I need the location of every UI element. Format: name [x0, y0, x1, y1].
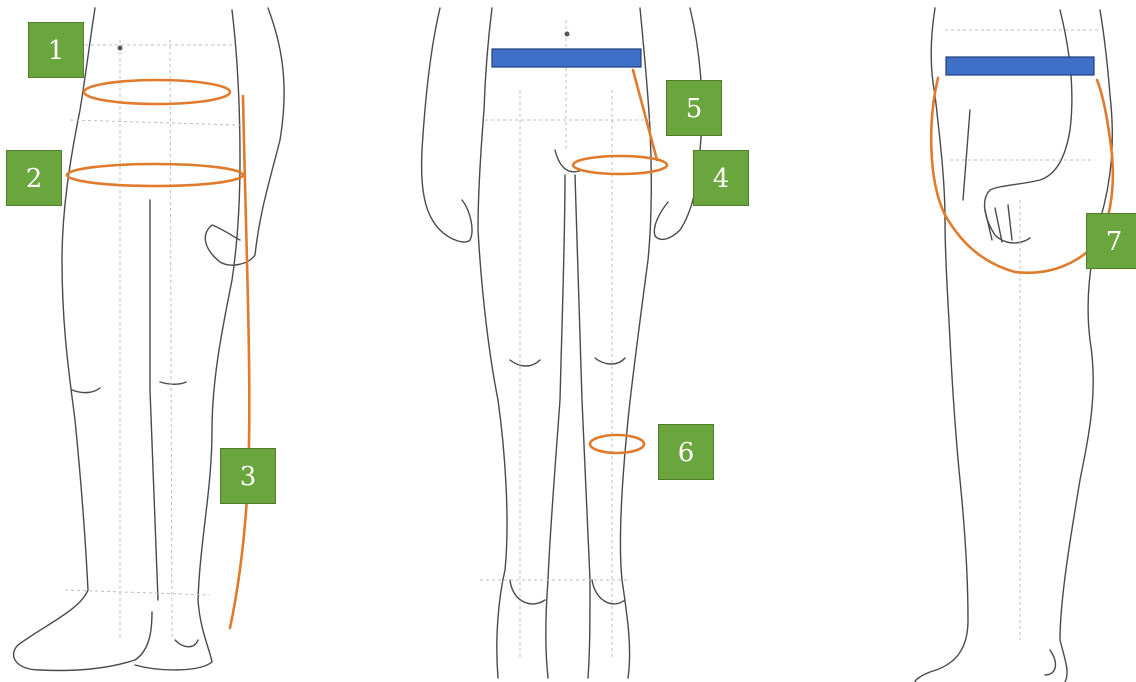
figure1-inner-leg	[150, 200, 158, 600]
label-1-text: 1	[48, 36, 65, 66]
figure2-foot-right	[592, 580, 625, 604]
label-3-text: 3	[240, 462, 257, 492]
figure1-outline-right	[135, 10, 240, 670]
figure3-pocket	[963, 110, 970, 200]
figure2-outline-left	[478, 8, 507, 678]
figure2-navel	[565, 32, 570, 37]
figure3-outline-front	[915, 8, 968, 682]
figure-side	[915, 8, 1113, 682]
label-6-text: 6	[678, 438, 695, 468]
figure-front-quarter	[14, 8, 284, 671]
label-7-text: 7	[1106, 227, 1123, 257]
label-box-4: 4	[693, 150, 749, 206]
measure-1-waist-ellipse	[84, 80, 230, 104]
figure2-arm-left	[422, 8, 472, 242]
figure-front	[422, 8, 702, 678]
label-5-text: 5	[686, 94, 703, 124]
label-box-5: 5	[666, 80, 722, 136]
figure2-knee-right	[595, 358, 625, 364]
figure2-inner-right	[575, 175, 590, 678]
figure3-arm	[985, 10, 1072, 243]
measure-6-knee-ellipse	[590, 435, 644, 453]
figure2-foot-left	[510, 580, 545, 604]
label-box-1: 1	[28, 22, 84, 78]
label-box-3: 3	[220, 448, 276, 504]
label-4-text: 4	[713, 164, 730, 194]
figure2-knee-left	[510, 360, 540, 366]
label-box-6: 6	[658, 424, 714, 480]
figure1-guide-v2	[170, 40, 172, 640]
measure-5-waistband	[492, 49, 641, 67]
figure1-navel	[118, 46, 123, 51]
figure3-ankle	[1045, 650, 1055, 675]
figure1-guide-h2	[70, 120, 240, 125]
label-box-7: 7	[1086, 213, 1136, 269]
figure1-knee-right	[160, 382, 186, 384]
figure1-knee-left	[72, 388, 100, 393]
measure-7-waistband	[946, 57, 1094, 75]
figure2-inner-left	[546, 175, 565, 678]
measure-2-hip-ellipse	[67, 164, 243, 186]
measure-4-thigh-ellipse	[573, 156, 667, 174]
measure-5-rise-line	[633, 70, 657, 160]
figure1-outline-left	[14, 8, 152, 671]
figure2-outline-right	[620, 8, 651, 678]
label-2-text: 2	[26, 164, 43, 194]
figure1-ankle	[175, 640, 198, 647]
label-box-2: 2	[6, 150, 62, 206]
